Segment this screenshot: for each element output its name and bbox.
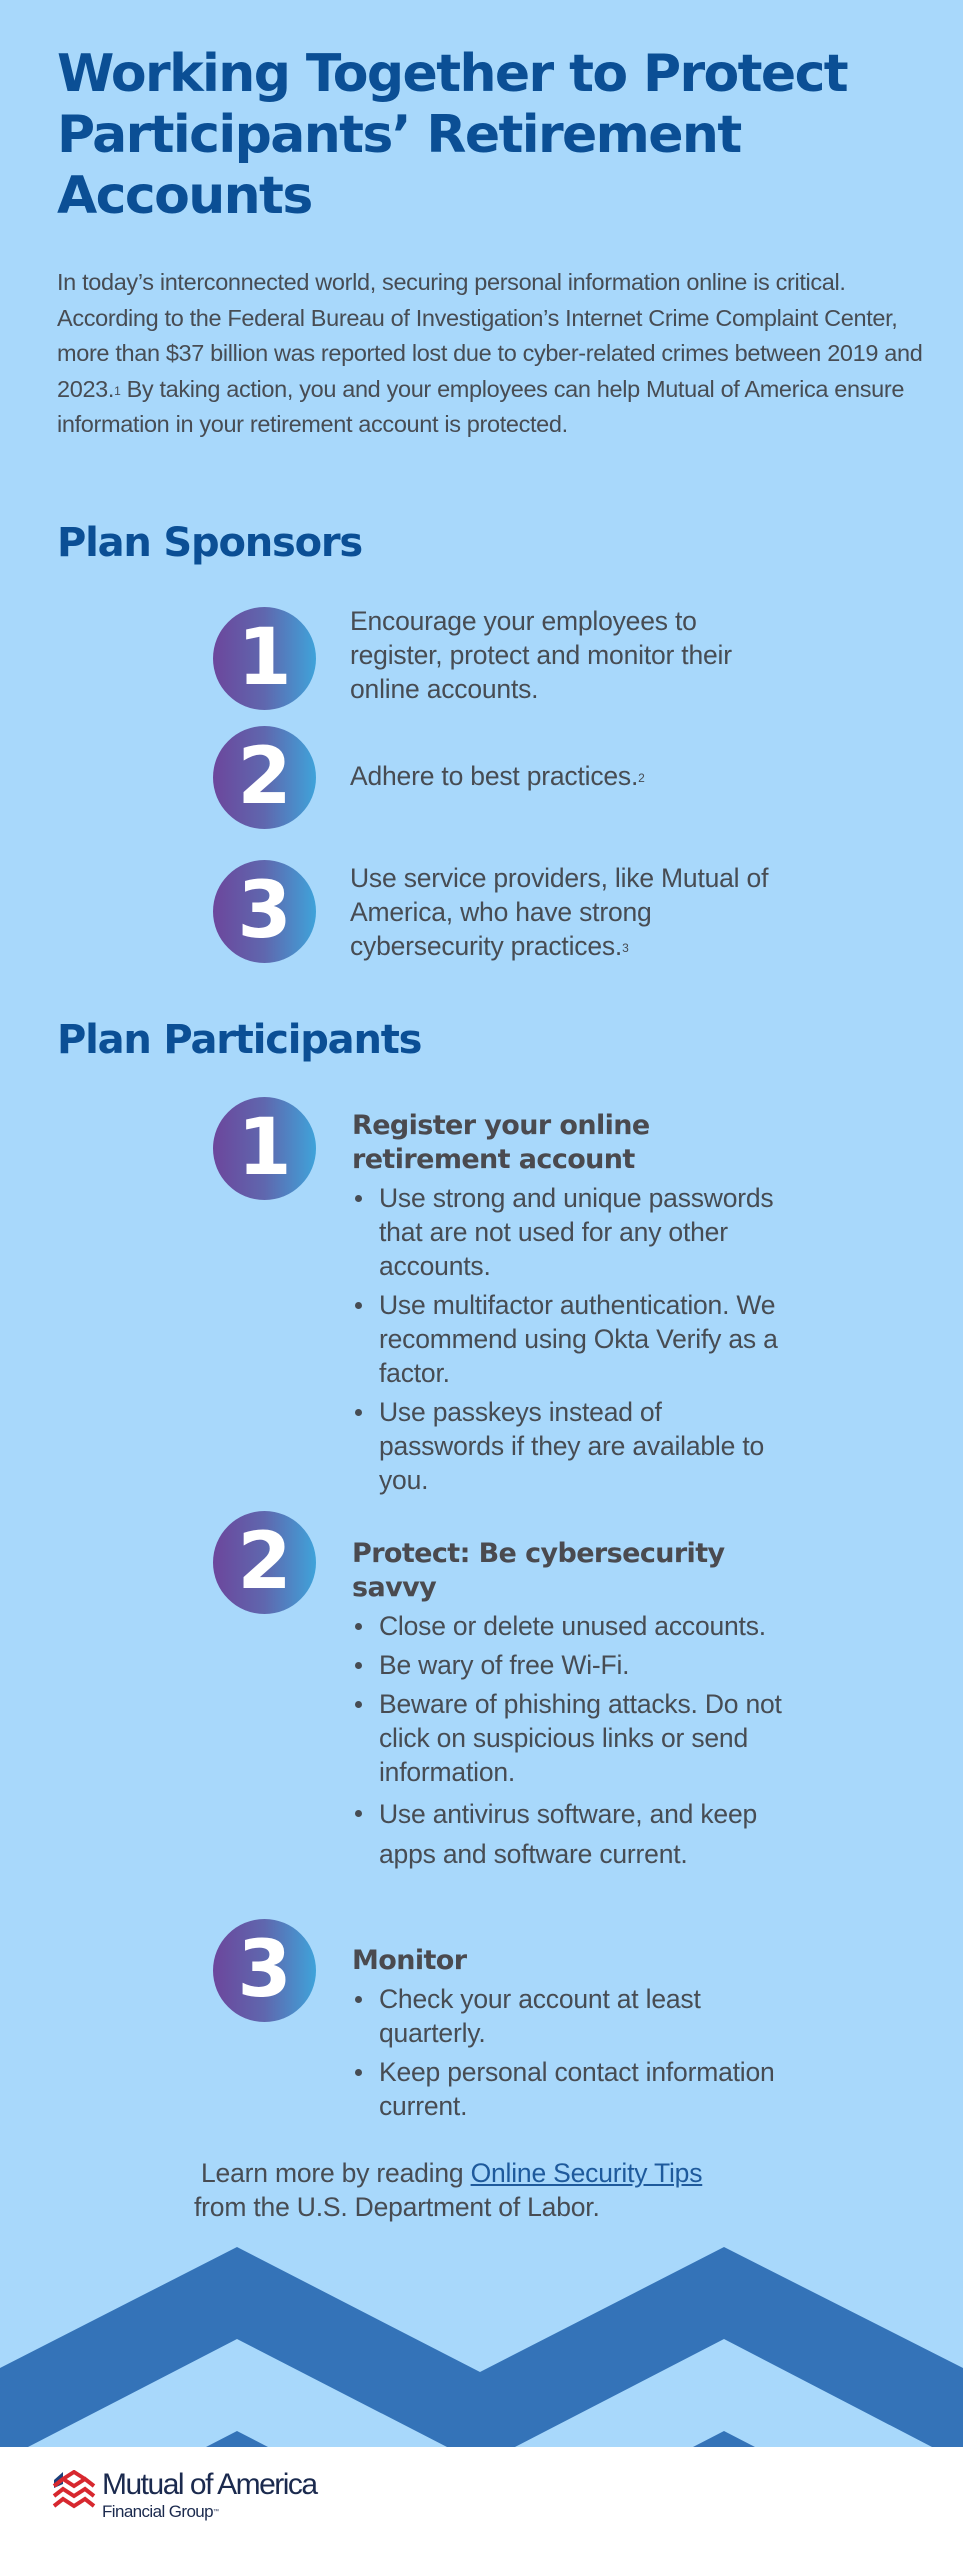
- participant-step-3-list: Check your account at least quarterly. K…: [352, 1982, 792, 2123]
- title-line-1: Working Together to Protect: [57, 44, 849, 104]
- list-item: Use antivirus software, and keep apps an…: [352, 1794, 792, 1874]
- participant-step-1-number-badge: 1: [213, 1097, 316, 1200]
- list-item: Beware of phishing attacks. Do not click…: [352, 1687, 792, 1789]
- company-logo: Mutual of America Financial Group™: [52, 2468, 318, 2522]
- bullet-icon: [355, 1302, 362, 1309]
- bullet-icon: [355, 1996, 362, 2003]
- intro-text-continued: By taking action, you and your employees…: [57, 375, 905, 438]
- logo-subtitle: Financial Group™: [102, 2502, 219, 2521]
- participant-step-3: Monitor Check your account at least quar…: [352, 1944, 792, 2128]
- participant-step-2: Protect: Be cybersecurity savvy Close or…: [352, 1537, 792, 1879]
- list-item: Use strong and unique passwords that are…: [352, 1181, 792, 1283]
- bullet-icon: [355, 1662, 362, 1669]
- sponsor-step-1-text: Encourage your employees to register, pr…: [350, 606, 732, 704]
- participant-step-1: Register your online retirement account …: [352, 1109, 792, 1502]
- participant-step-2-heading: Protect: Be cybersecurity savvy: [352, 1538, 725, 1603]
- intro-paragraph: In today’s interconnected world, securin…: [57, 265, 927, 443]
- intro-text: In today’s interconnected world, securin…: [57, 269, 923, 402]
- list-item: Use multifactor authentication. We recom…: [352, 1288, 792, 1390]
- chevron-pattern-decoration: [0, 2247, 963, 2447]
- learn-more-text: Learn more by reading Online Security Ti…: [194, 2158, 703, 2222]
- logo-name: Mutual of America: [102, 2468, 318, 2501]
- participant-step-3-number-badge: 3: [213, 1919, 316, 2022]
- footnote-ref-1: 1: [114, 383, 121, 398]
- list-item: Keep personal contact information curren…: [352, 2055, 792, 2123]
- sponsor-step-3-text: Use service providers, like Mutual of Am…: [350, 863, 769, 961]
- participant-step-1-heading: Register your online retirement account: [352, 1110, 650, 1175]
- plan-participants-heading: Plan Participants: [57, 1017, 422, 1063]
- participant-step-1-list: Use strong and unique passwords that are…: [352, 1181, 792, 1497]
- title-line-3: Accounts: [57, 166, 313, 226]
- list-item: Use passkeys instead of passwords if the…: [352, 1395, 792, 1497]
- list-item: Be wary of free Wi-Fi.: [352, 1648, 792, 1682]
- sponsor-step-3-number-badge: 3: [213, 860, 316, 963]
- footnote-ref-2: 2: [638, 771, 645, 785]
- page-title: Working Together to Protect Participants…: [57, 44, 937, 227]
- bullet-icon: [355, 1701, 362, 1708]
- bullet-icon: [355, 1195, 362, 1202]
- bullet-icon: [355, 1409, 362, 1416]
- footer: [0, 2447, 963, 2560]
- participant-step-2-number-badge: 2: [213, 1511, 316, 1614]
- participant-step-3-heading: Monitor: [352, 1945, 467, 1976]
- bullet-icon: [355, 1623, 362, 1630]
- list-item: Close or delete unused accounts.: [352, 1609, 792, 1643]
- flag-chevron-logo-icon: [52, 2470, 96, 2509]
- sponsor-step-2-text: Adhere to best practices.2: [350, 761, 645, 791]
- footnote-ref-3: 3: [622, 941, 629, 955]
- sponsor-step-2-number-badge: 2: [213, 726, 316, 829]
- bullet-icon: [355, 2069, 362, 2076]
- title-line-2: Participants’ Retirement: [57, 105, 742, 165]
- bullet-icon: [355, 1810, 362, 1817]
- sponsor-step-1-number-badge: 1: [213, 607, 316, 710]
- participant-step-2-list: Close or delete unused accounts. Be wary…: [352, 1609, 792, 1874]
- online-security-tips-link[interactable]: Online Security Tips: [470, 2158, 703, 2188]
- plan-sponsors-heading: Plan Sponsors: [57, 520, 363, 566]
- list-item: Check your account at least quarterly.: [352, 1982, 792, 2050]
